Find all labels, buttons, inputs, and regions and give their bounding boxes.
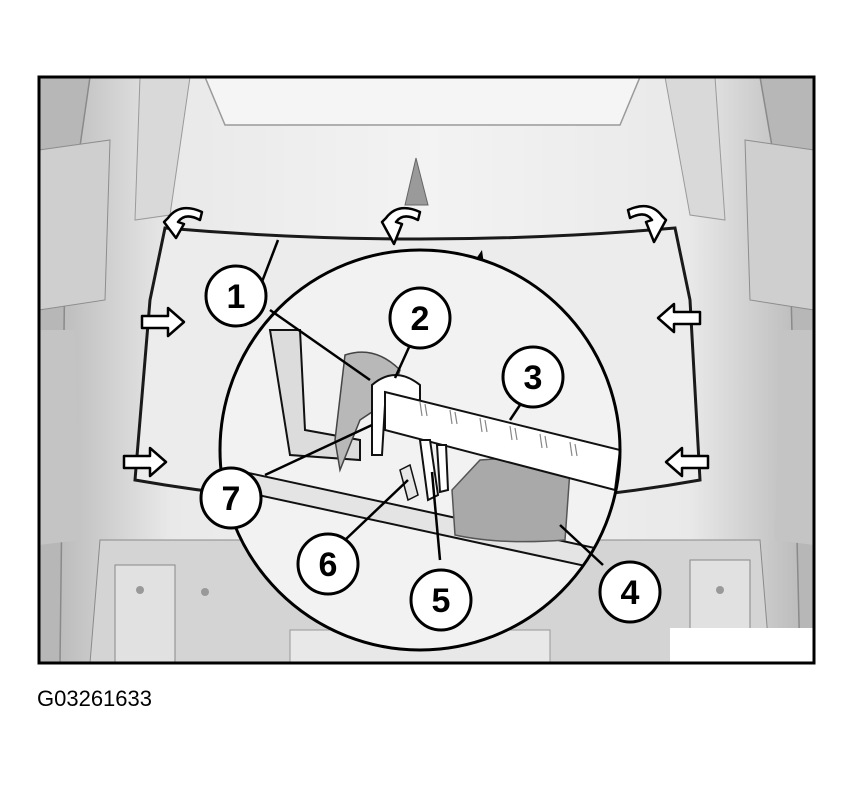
callout-3: 3 — [501, 345, 565, 409]
callout-label: 5 — [432, 582, 451, 620]
callout-1: 1 — [204, 264, 268, 328]
side-arrow-icon — [140, 306, 186, 338]
callout-label: 4 — [621, 574, 640, 612]
side-arrow-icon — [656, 302, 702, 334]
curl-arrow-icon — [626, 204, 668, 244]
callout-2: 2 — [388, 286, 452, 350]
callout-label: 3 — [524, 359, 543, 397]
callout-label: 2 — [411, 300, 430, 338]
callout-label: 1 — [227, 278, 246, 316]
callout-7: 7 — [199, 466, 263, 530]
side-arrow-icon — [664, 446, 710, 478]
curl-arrow-icon — [380, 206, 422, 246]
callout-label: 6 — [319, 546, 338, 584]
callout-4: 4 — [598, 560, 662, 624]
callout-5: 5 — [409, 568, 473, 632]
figure-code: G03261633 — [37, 686, 152, 711]
frame-border — [37, 75, 816, 665]
clip-arrows — [122, 204, 710, 478]
callout-label: 7 — [222, 480, 241, 518]
side-arrow-icon — [122, 446, 168, 478]
curl-arrow-icon — [162, 206, 204, 240]
callout-6: 6 — [296, 532, 360, 596]
leader-lines — [253, 239, 604, 566]
cowl-ornament — [404, 157, 429, 206]
windshield — [204, 77, 641, 126]
